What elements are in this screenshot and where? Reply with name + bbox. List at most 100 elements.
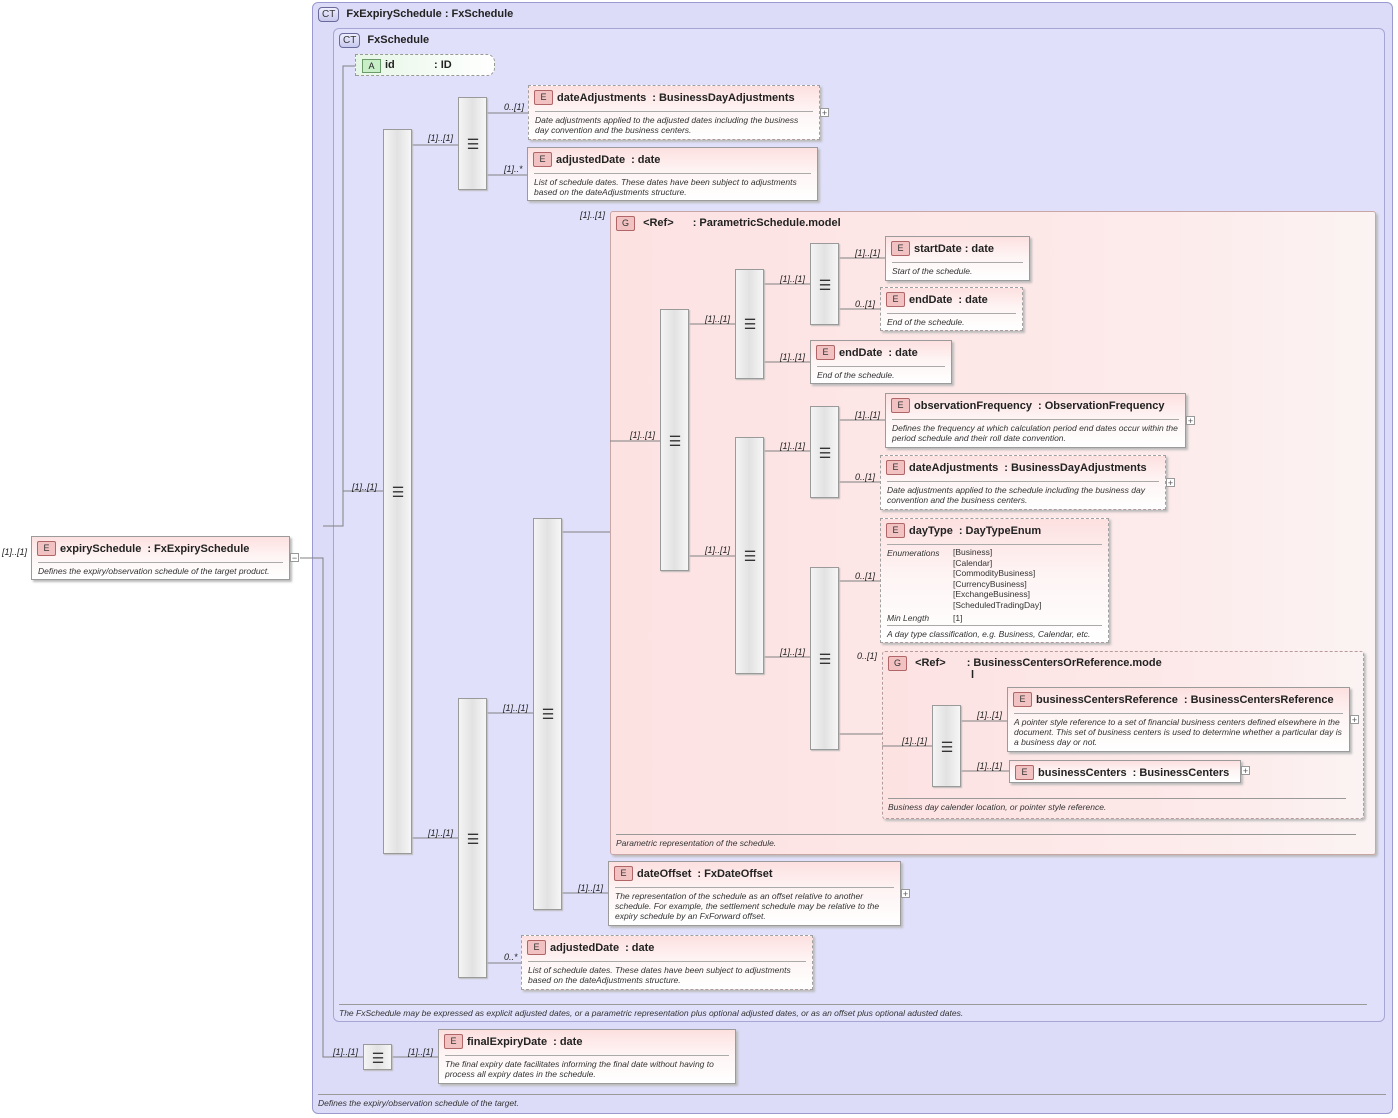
cardinality: [1]..[1]	[503, 703, 529, 713]
element-type: : BusinessDayAdjustments	[1004, 461, 1147, 474]
element-type: : FxDateOffset	[697, 867, 773, 880]
sequence-compositor[interactable]: ☰	[458, 698, 487, 978]
sequence-icon: ☰	[743, 316, 757, 332]
sequence-compositor[interactable]: ☰	[383, 129, 412, 854]
element-name: observationFrequency	[914, 399, 1032, 412]
element-doc: Date adjustments applied to the adjusted…	[535, 111, 813, 135]
element-badge: E	[886, 523, 905, 538]
cardinality: [1]..*	[504, 164, 523, 174]
sequence-compositor[interactable]: ☰	[533, 518, 562, 910]
cardinality: [1]..[1]	[408, 1047, 434, 1057]
attribute-id[interactable]: A id : ID	[355, 54, 495, 76]
cardinality: [1]..[1]	[977, 761, 1003, 771]
expand-icon[interactable]: +	[1166, 478, 1175, 488]
sequence-compositor[interactable]: ☰	[458, 97, 487, 190]
ct-title: FxExpirySchedule : FxSchedule	[346, 8, 514, 20]
element-doc: A pointer style reference to a set of fi…	[1014, 713, 1343, 747]
cardinality: 0..*	[504, 952, 518, 962]
cardinality: [1]..[1]	[2, 547, 28, 557]
group-type: : ParametricSchedule.model	[692, 217, 841, 230]
cardinality: [1]..[1]	[780, 352, 806, 362]
element-doc: The final expiry date facilitates inform…	[445, 1055, 729, 1079]
expand-icon[interactable]: +	[901, 889, 910, 899]
cardinality: [1]..[1]	[428, 828, 454, 838]
expand-icon[interactable]: +	[1186, 416, 1195, 426]
complex-type-badge: CT	[318, 7, 340, 22]
expand-icon[interactable]: +	[1241, 766, 1250, 776]
element-doc: Date adjustments applied to the schedule…	[887, 481, 1159, 505]
sequence-compositor[interactable]: ☰	[660, 309, 689, 571]
sequence-compositor[interactable]: ☰	[932, 705, 961, 787]
sequence-compositor[interactable]: ☰	[735, 269, 764, 379]
collapse-icon[interactable]: −	[290, 553, 299, 563]
sequence-icon: ☰	[818, 651, 832, 667]
element-name: businessCentersReference	[1036, 693, 1178, 706]
element-name: adjustedDate	[556, 153, 626, 166]
cardinality: [1]..[1]	[780, 647, 806, 657]
sequence-icon: ☰	[818, 445, 832, 461]
enum-value: [CommodityBusiness]	[953, 568, 1036, 578]
element-badge: E	[891, 241, 910, 256]
cardinality: [1]..[1]	[780, 441, 806, 451]
cardinality: [1]..[1]	[630, 430, 656, 440]
element-name: dateAdjustments	[909, 461, 999, 474]
sequence-icon: ☰	[391, 484, 405, 500]
element-doc: List of schedule dates. These dates have…	[534, 173, 811, 197]
enum-value: [Business]	[953, 547, 993, 557]
cardinality: 0..[1]	[855, 299, 876, 309]
element-type: : FxExpirySchedule	[147, 542, 250, 555]
element-badge: E	[37, 541, 56, 556]
sequence-icon: ☰	[371, 1050, 385, 1066]
sequence-icon: ☰	[668, 433, 682, 449]
sequence-icon: ☰	[541, 706, 555, 722]
element-badge: E	[1013, 692, 1032, 707]
element-doc: A day type classification, e.g. Business…	[887, 625, 1102, 639]
element-badge: E	[886, 292, 905, 307]
cardinality: 0..[1]	[855, 571, 876, 581]
element-badge: E	[816, 345, 835, 360]
element-doc: Start of the schedule.	[892, 262, 1023, 276]
sequence-compositor[interactable]: ☰	[810, 406, 839, 498]
element-type: : date	[964, 242, 995, 255]
element-badge: E	[614, 866, 633, 881]
expand-icon[interactable]: +	[1350, 715, 1359, 725]
element-type: : BusinessCenters	[1132, 766, 1230, 779]
sequence-compositor[interactable]: ☰	[810, 567, 839, 750]
ct-doc: Defines the expiry/observation schedule …	[318, 1094, 1386, 1108]
cardinality: [1]..[1]	[352, 482, 378, 492]
cardinality: [1]..[1]	[705, 314, 731, 324]
element-name: endDate	[909, 293, 953, 306]
sequence-compositor[interactable]: ☰	[363, 1044, 392, 1070]
cardinality: [1]..[1]	[705, 545, 731, 555]
expand-icon[interactable]: +	[820, 108, 829, 118]
group-business-centers-or-reference[interactable]: G <Ref> : BusinessCentersOrReference.mod…	[882, 651, 1364, 819]
cardinality: [1]..[1]	[902, 736, 928, 746]
element-doc: Defines the frequency at which calculati…	[892, 419, 1179, 443]
sequence-compositor[interactable]: ☰	[810, 243, 839, 325]
enum-value: [ExchangeBusiness]	[953, 589, 1031, 599]
element-name: dayType	[909, 524, 953, 537]
sequence-icon: ☰	[940, 739, 954, 755]
sequence-icon: ☰	[818, 277, 832, 293]
enumerations-label: Enumerations	[887, 548, 940, 558]
group-badge: G	[616, 216, 635, 231]
element-name: finalExpiryDate	[467, 1035, 548, 1048]
element-doc: End of the schedule.	[817, 366, 945, 380]
complex-type-badge: CT	[339, 33, 361, 48]
sequence-compositor[interactable]: ☰	[735, 437, 764, 674]
element-name: dateAdjustments	[557, 91, 647, 104]
